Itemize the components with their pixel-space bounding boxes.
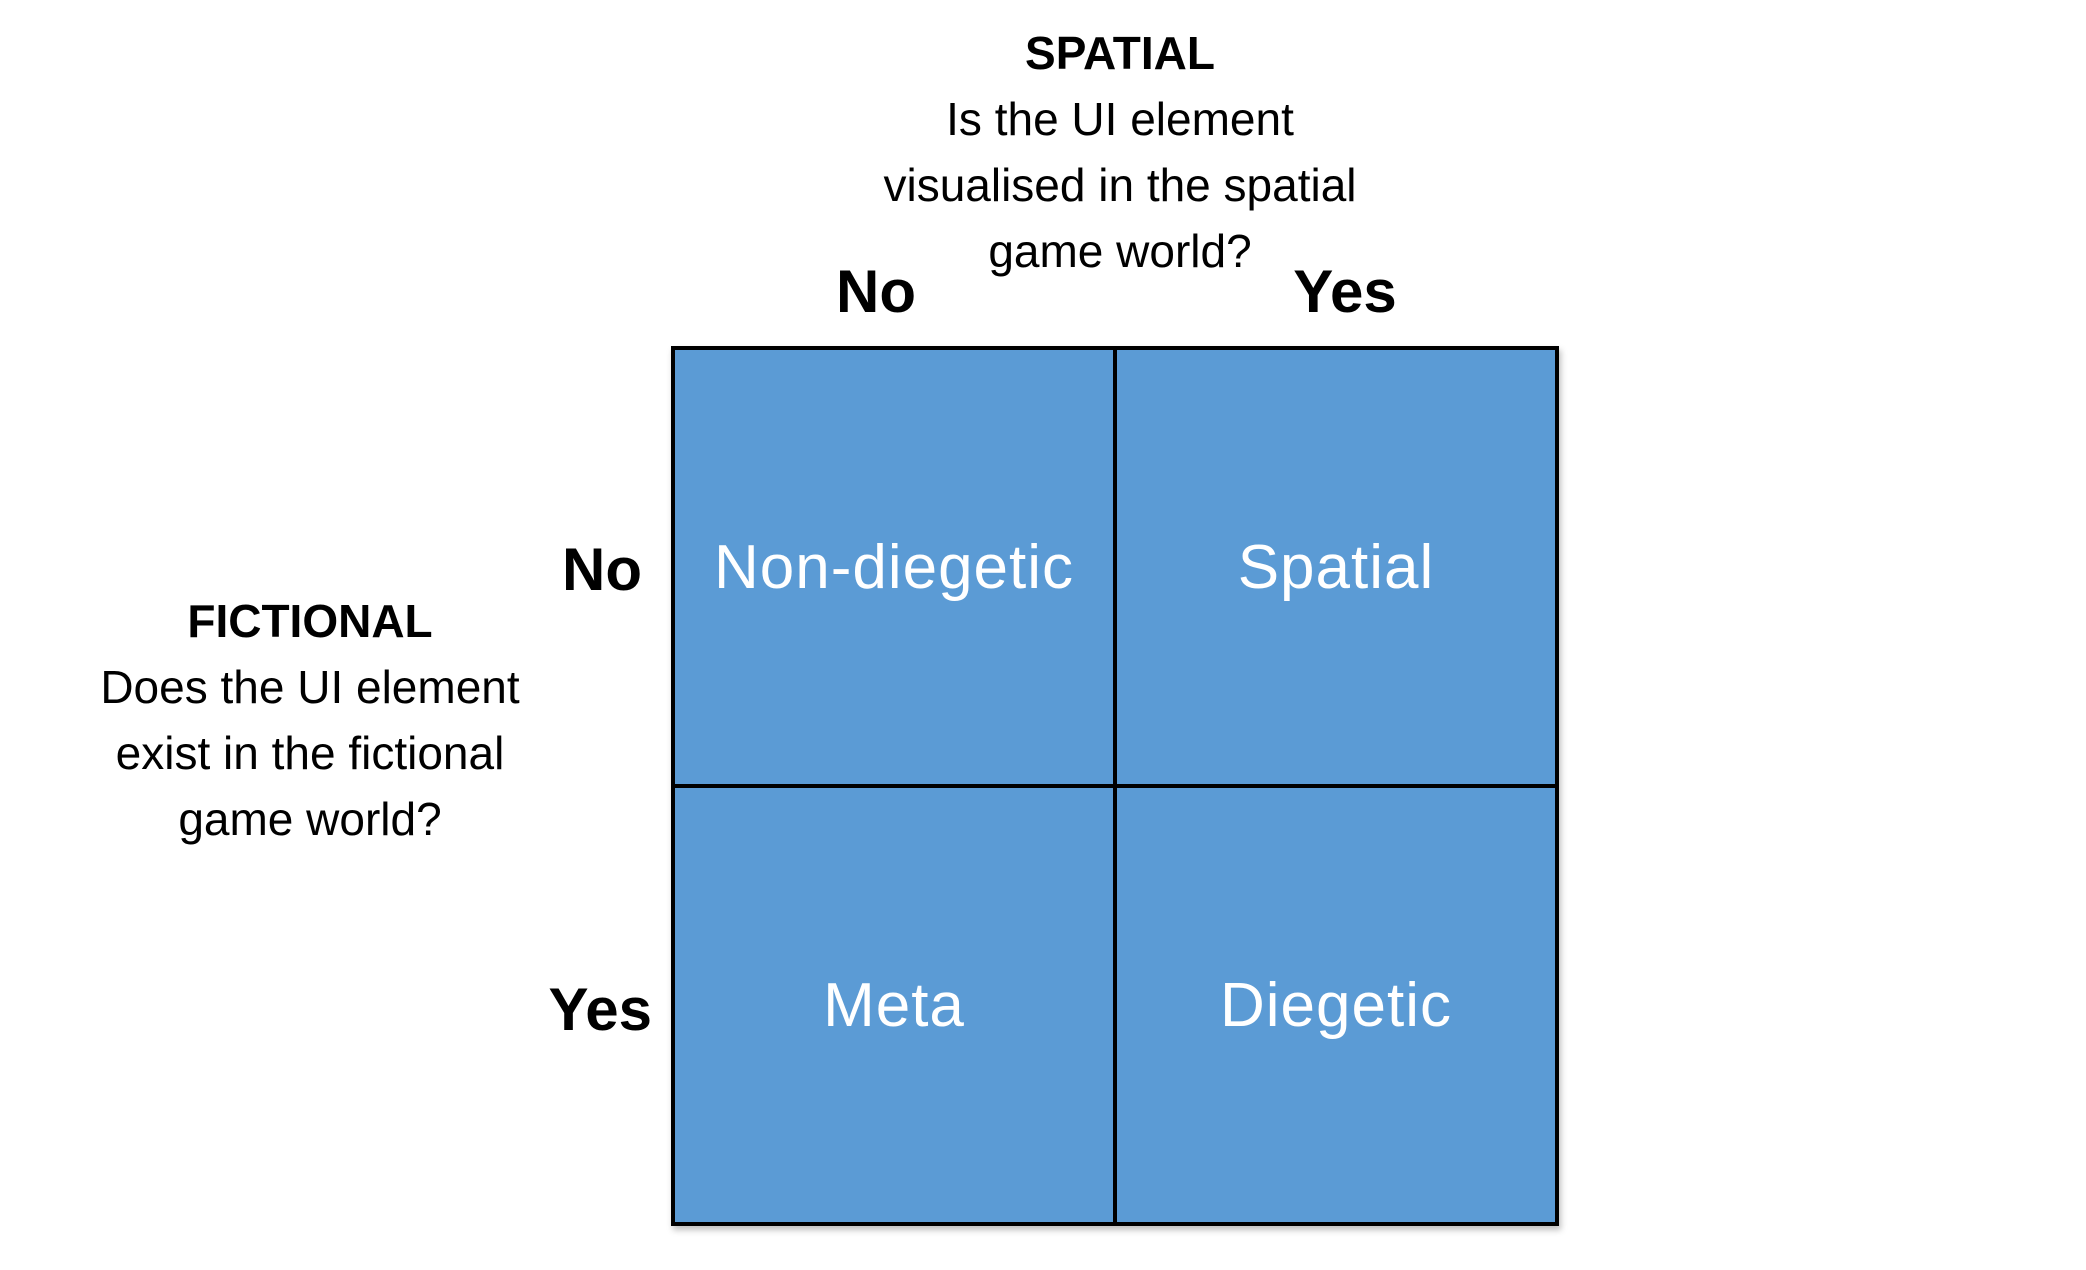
column-label-yes: Yes [1293, 258, 1397, 325]
quadrant-non-diegetic: Non-diegetic [675, 350, 1113, 784]
fictional-question-line-1: Does the UI element [100, 661, 520, 713]
quadrant-meta: Meta [675, 788, 1113, 1222]
row-label-no: No [562, 536, 642, 603]
quadrant-diegetic: Diegetic [1117, 788, 1555, 1222]
column-label-no: No [836, 258, 916, 325]
fictional-question-line-3: game world? [178, 793, 442, 845]
row-label-yes: Yes [548, 976, 652, 1043]
quadrant-label: Spatial [1237, 532, 1435, 602]
quadrant-label: Diegetic [1220, 970, 1452, 1040]
spatial-question-line-2: visualised in the spatial [883, 159, 1357, 211]
spatial-axis-heading: SPATIAL Is the UI element visualised in … [820, 20, 1420, 284]
fictional-question-line-2: exist in the fictional [115, 727, 505, 779]
quadrant-label: Meta [823, 970, 965, 1040]
quadrant-spatial: Spatial [1117, 350, 1555, 784]
spatial-axis-title: SPATIAL [1025, 27, 1215, 79]
spatial-question-line-3: game world? [988, 225, 1252, 277]
quadrant-grid: Non-diegetic Spatial Meta Diegetic [671, 346, 1559, 1226]
quadrant-label: Non-diegetic [713, 532, 1075, 602]
fictional-axis-title: FICTIONAL [187, 595, 433, 647]
spatial-question-line-1: Is the UI element [946, 93, 1294, 145]
fictional-axis-heading: FICTIONAL Does the UI element exist in t… [40, 588, 580, 852]
